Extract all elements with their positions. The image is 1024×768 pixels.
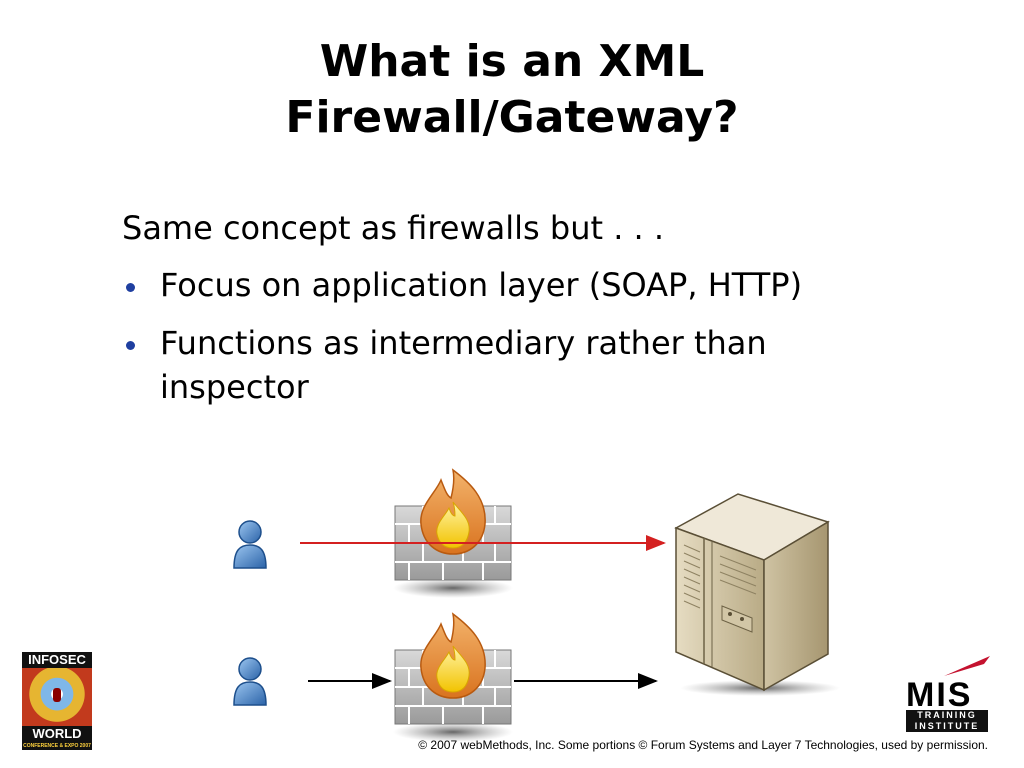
mis-logo-subtitle: TRAINING INSTITUTE xyxy=(906,710,988,732)
infosec-logo-subtitle: CONFERENCE & EXPO 2007 xyxy=(22,742,92,750)
copyright-footer: © 2007 webMethods, Inc. Some portions © … xyxy=(418,738,988,752)
lock-icon xyxy=(53,688,61,702)
title-line-2: Firewall/Gateway? xyxy=(285,92,739,143)
swoosh-icon xyxy=(944,656,990,676)
bullet-text: Functions as intermediary rather than in… xyxy=(160,324,767,406)
intro-text: Same concept as firewalls but . . . xyxy=(122,209,665,247)
bullet-item: Focus on application layer (SOAP, HTTP) xyxy=(122,263,860,307)
firewall-icon xyxy=(393,612,513,742)
slide-title: What is an XML Firewall/Gateway? xyxy=(0,34,1024,146)
infosec-logo-bottom-text: WORLD xyxy=(22,726,92,742)
mis-logo-text: MIS xyxy=(906,676,973,714)
user-icon xyxy=(233,520,267,569)
bullet-dot-icon xyxy=(126,341,135,350)
firewall-icon xyxy=(393,468,513,598)
bullet-text: Focus on application layer (SOAP, HTTP) xyxy=(160,266,803,304)
bullet-dot-icon xyxy=(126,283,135,292)
title-line-1: What is an XML xyxy=(319,36,705,87)
infosec-logo-top-text: INFOSEC xyxy=(22,652,92,668)
bullet-list: Focus on application layer (SOAP, HTTP) … xyxy=(122,263,860,423)
infosec-world-logo: INFOSEC WORLD CONFERENCE & EXPO 2007 xyxy=(22,652,92,750)
bullet-item: Functions as intermediary rather than in… xyxy=(122,321,860,409)
mis-training-logo: MIS TRAINING INSTITUTE xyxy=(900,652,996,734)
user-icon xyxy=(233,657,267,706)
server-icon xyxy=(674,493,840,696)
